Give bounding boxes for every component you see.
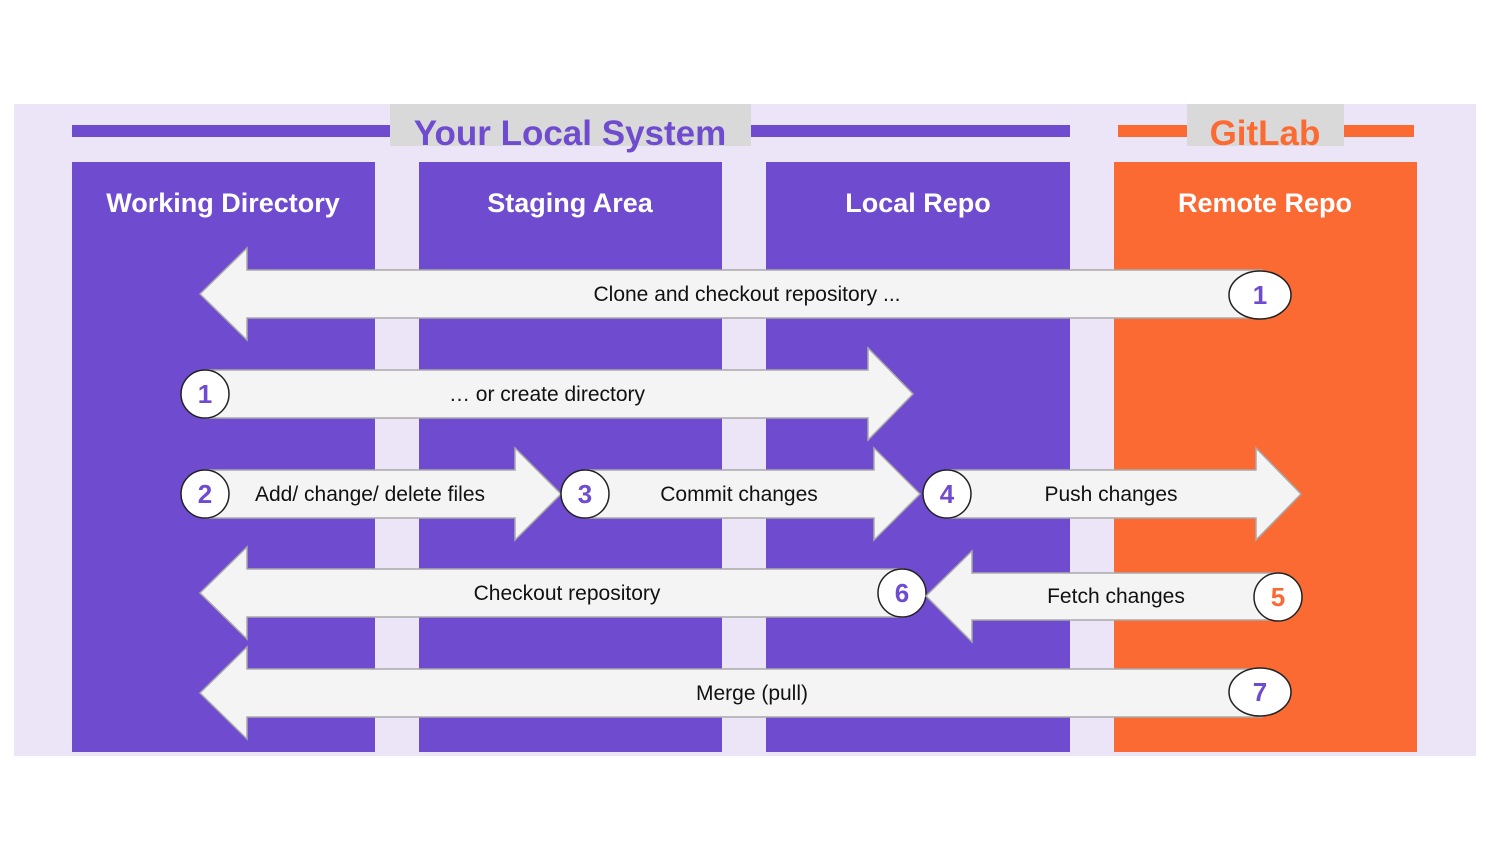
step-number-7: 7 (1253, 677, 1267, 707)
gitlab-title: GitLab (1210, 114, 1321, 153)
step-badge-2 (180, 469, 230, 519)
arrow-label-merge-pull: Merge (pull) (696, 682, 808, 705)
step-number-1-create: 1 (198, 379, 212, 409)
step-badge-5 (1253, 572, 1303, 622)
step-badge-4 (922, 469, 972, 519)
arrow-label-create-directory: … or create directory (449, 383, 646, 406)
arrow-create-directory: … or create directory 1 (180, 346, 915, 442)
column-title-remote-repo: Remote Repo (1178, 188, 1352, 218)
step-number-5: 5 (1271, 582, 1285, 612)
step-badge-1-clone (1228, 270, 1292, 320)
arrow-label-clone-checkout: Clone and checkout repository ... (593, 283, 900, 306)
step-badge-7 (1228, 667, 1292, 717)
step-number-2: 2 (198, 479, 212, 509)
arrow-label-add-change-delete: Add/ change/ delete files (255, 483, 485, 506)
arrow-push-changes: Push changes 4 (922, 446, 1303, 542)
arrow-commit-changes: Commit changes 3 (560, 446, 922, 542)
step-badge-3 (560, 469, 610, 519)
arrow-label-commit-changes: Commit changes (660, 483, 818, 506)
step-badge-6 (877, 568, 927, 618)
arrow-label-push-changes: Push changes (1044, 483, 1177, 506)
local-system-title: Your Local System (414, 114, 727, 153)
step-number-6: 6 (895, 578, 909, 608)
arrow-label-fetch-changes: Fetch changes (1047, 585, 1185, 608)
arrow-label-checkout-repository: Checkout repository (474, 582, 661, 605)
step-badge-1-create (180, 369, 230, 419)
step-number-3: 3 (578, 479, 592, 509)
column-title-staging-area: Staging Area (487, 188, 654, 218)
arrow-merge-pull: Merge (pull) 7 (198, 645, 1292, 741)
arrow-fetch-changes: Fetch changes 5 (924, 549, 1303, 644)
column-staging-area (419, 162, 722, 752)
local-system-title-box (390, 104, 751, 146)
arrow-checkout-repository: Checkout repository 6 (198, 545, 927, 641)
column-working-directory (72, 162, 375, 752)
step-number-1-clone: 1 (1253, 280, 1267, 310)
gitlab-title-box (1187, 104, 1344, 146)
arrow-clone-checkout: Clone and checkout repository ... 1 (198, 246, 1292, 342)
step-number-4: 4 (940, 479, 955, 509)
column-title-working-directory: Working Directory (106, 188, 340, 218)
arrow-add-change-delete: Add/ change/ delete files 2 (180, 446, 563, 542)
column-title-local-repo: Local Repo (845, 188, 991, 218)
column-local-repo (766, 162, 1070, 752)
